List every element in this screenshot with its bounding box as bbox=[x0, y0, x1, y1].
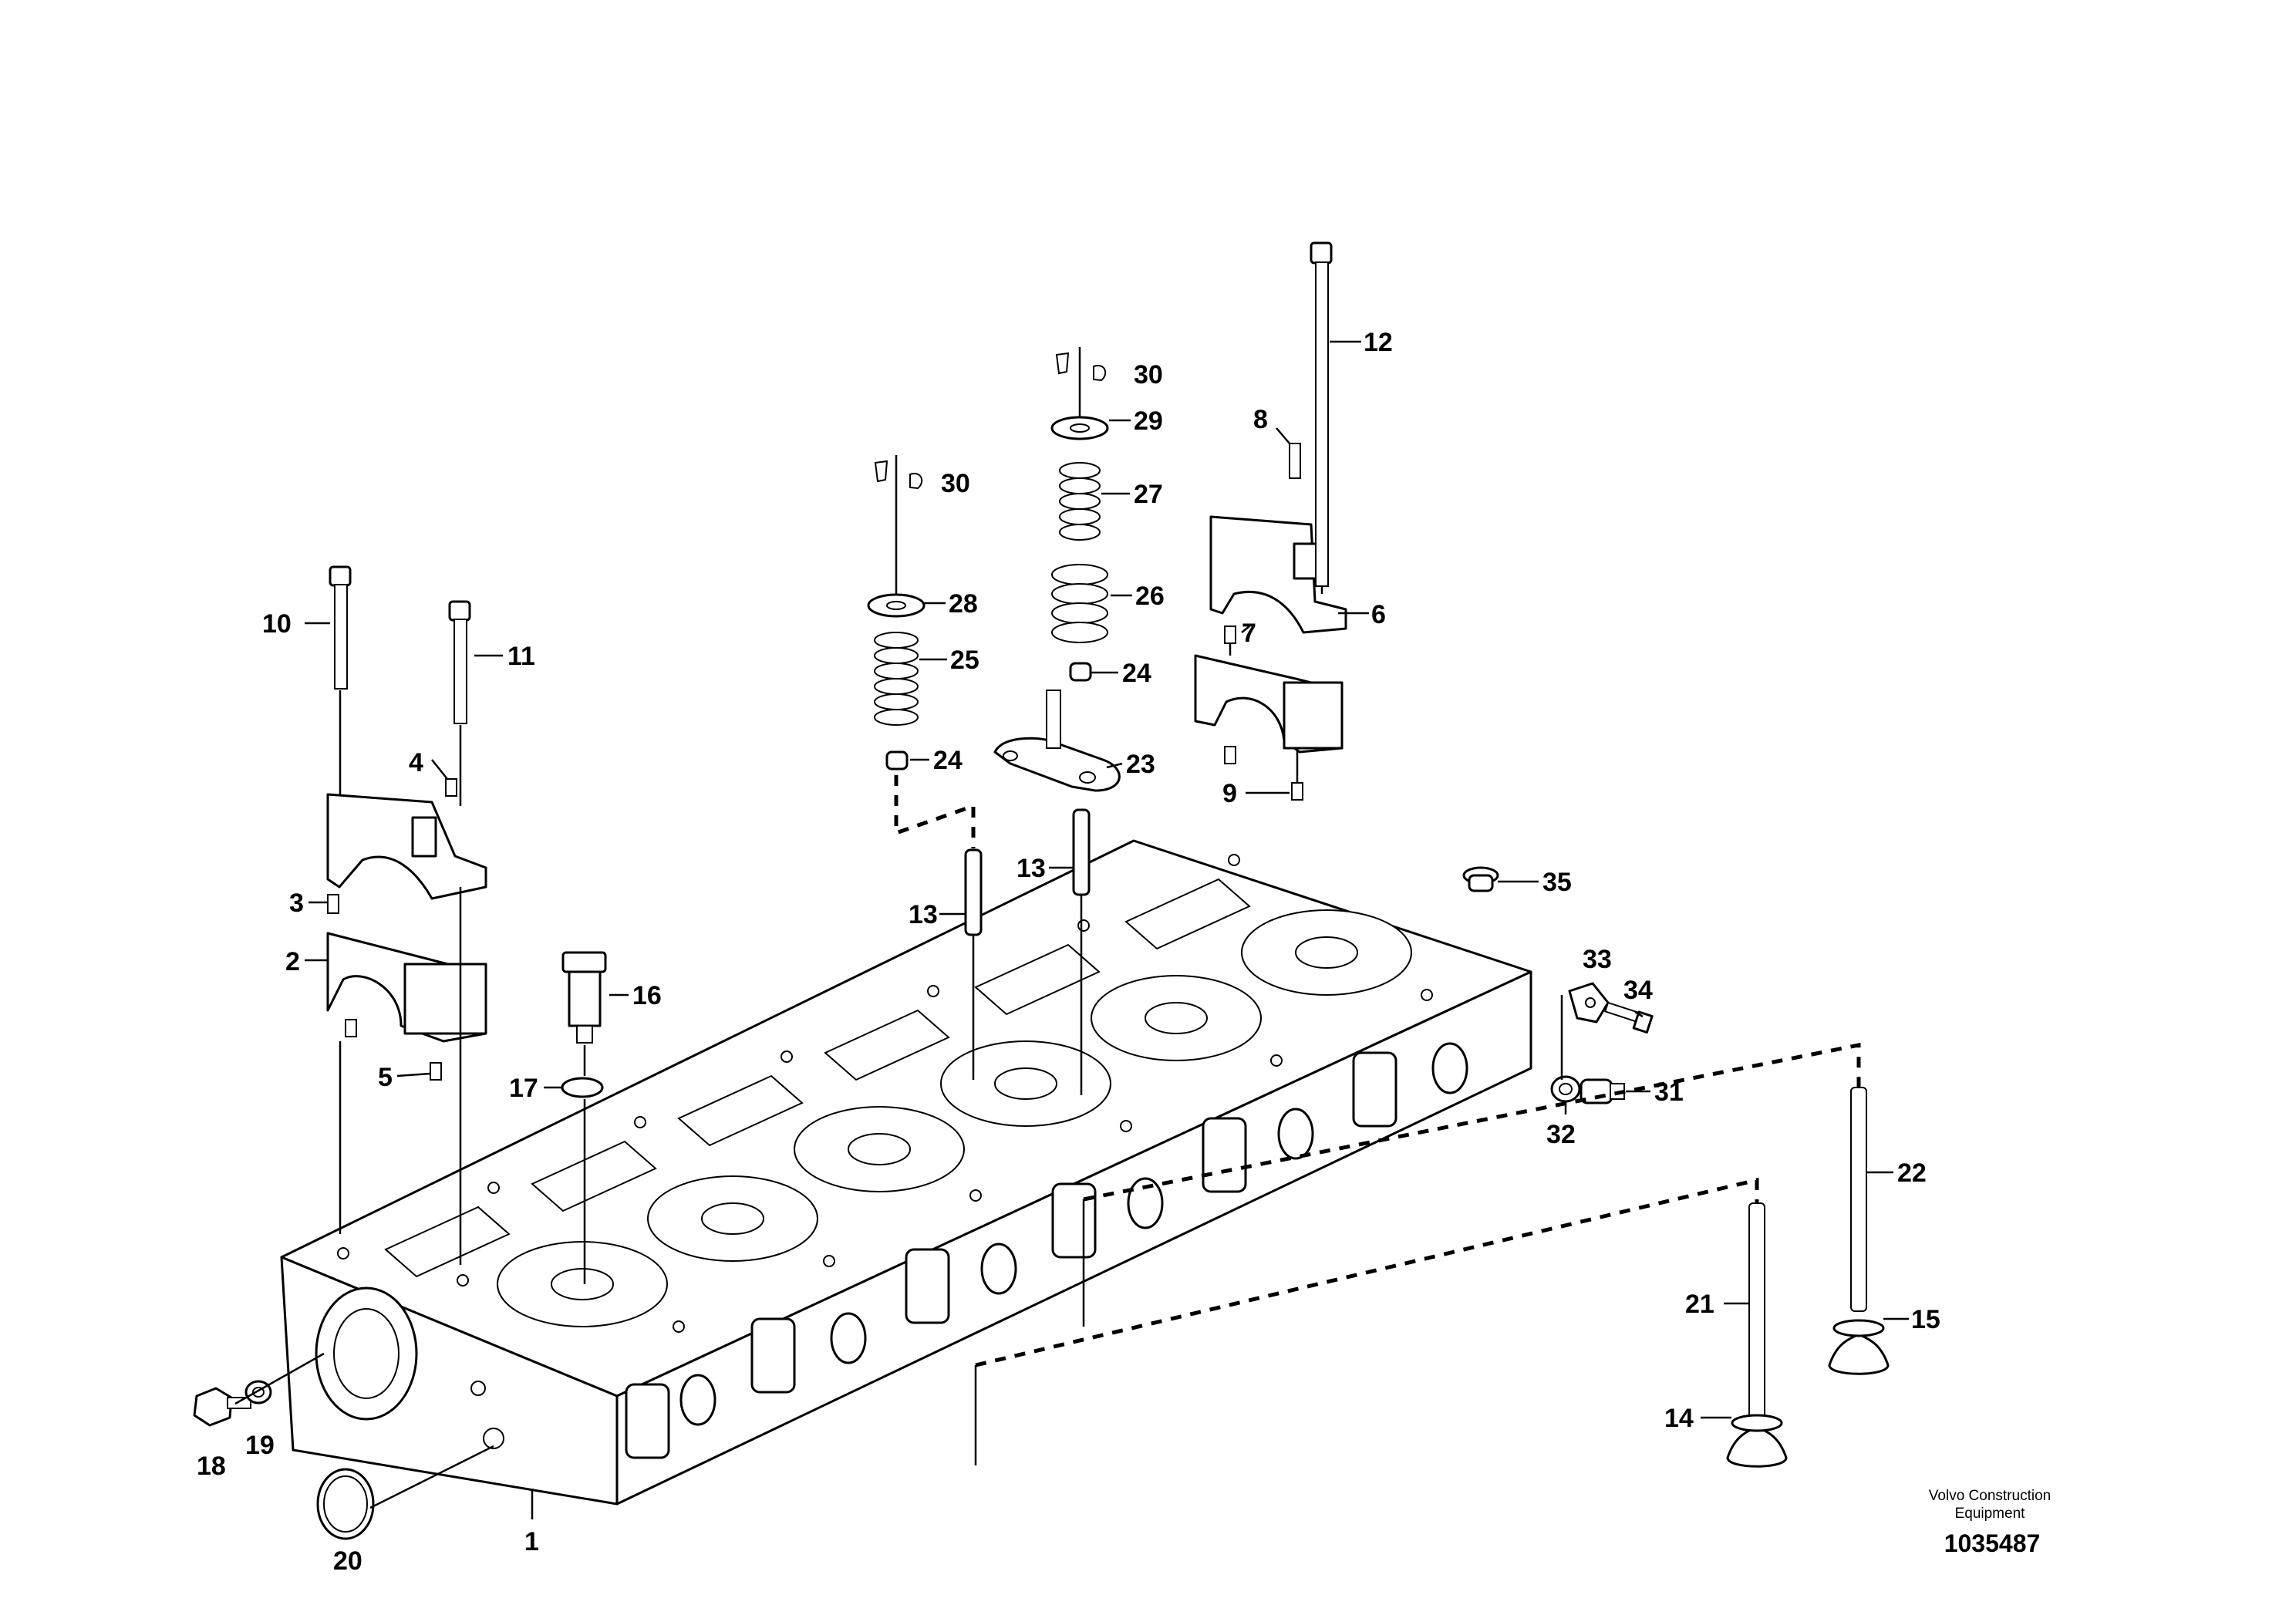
callout-14: 14 bbox=[1664, 1404, 1694, 1433]
callout-29: 29 bbox=[1134, 406, 1163, 436]
callout-25: 25 bbox=[950, 646, 979, 675]
callout-13-left: 13 bbox=[909, 900, 938, 929]
callout-1: 1 bbox=[524, 1527, 539, 1556]
callout-35: 35 bbox=[1542, 868, 1572, 897]
valve-guide-13b bbox=[1072, 808, 1091, 896]
callout-32: 32 bbox=[1546, 1120, 1576, 1149]
callout-8: 8 bbox=[1253, 405, 1268, 434]
callout-16: 16 bbox=[632, 981, 662, 1010]
callout-17: 17 bbox=[509, 1074, 538, 1103]
callout-24-left: 24 bbox=[933, 746, 963, 775]
callout-30-center: 30 bbox=[1134, 360, 1163, 389]
injector-sleeve-16 bbox=[561, 951, 607, 1044]
bracket-33 bbox=[1568, 982, 1610, 1023]
dowel-pin-9a bbox=[1224, 746, 1236, 764]
valve-guide-13a bbox=[964, 848, 983, 936]
callout-28: 28 bbox=[949, 589, 978, 619]
deck-bolt-holes bbox=[337, 854, 1433, 1333]
bearing-cap-left-lower bbox=[326, 932, 487, 1043]
valve-bridge-23 bbox=[993, 690, 1121, 792]
callout-labels: 1 2 3 4 5 6 7 8 9 10 11 12 13 13 14 15 1… bbox=[197, 328, 1940, 1576]
assembly-lines bbox=[234, 347, 1563, 1509]
bearing-cap-right-lower bbox=[1194, 654, 1344, 754]
document-number: 1035487 bbox=[1944, 1529, 2041, 1557]
valve-seat-15 bbox=[1832, 1319, 1885, 1337]
plug-35 bbox=[1462, 866, 1499, 892]
footer: Volvo Construction Equipment 1035487 bbox=[1929, 1488, 2051, 1557]
valve-seat-14 bbox=[1731, 1414, 1783, 1432]
callout-26: 26 bbox=[1135, 582, 1165, 611]
callout-11: 11 bbox=[507, 642, 535, 671]
callout-27: 27 bbox=[1134, 480, 1163, 509]
brand-line-2: Equipment bbox=[1955, 1506, 2026, 1522]
brand-line-1: Volvo Construction bbox=[1929, 1488, 2051, 1504]
inner-valve-spring-27 bbox=[1059, 462, 1101, 541]
bolt-18 bbox=[193, 1387, 251, 1427]
bearing-cap-left-upper bbox=[326, 793, 487, 900]
valve-stem-seal-24a bbox=[885, 750, 909, 771]
cylinder-head bbox=[280, 839, 1532, 1506]
dowel-pin-4 bbox=[445, 778, 457, 797]
callout-30-left: 30 bbox=[941, 469, 970, 498]
hidden-path-lines bbox=[894, 775, 1861, 1465]
callout-9: 9 bbox=[1222, 779, 1237, 808]
callout-leaders bbox=[305, 340, 1909, 1519]
bolt-11 bbox=[448, 600, 471, 724]
bolt-12 bbox=[1310, 241, 1333, 587]
dowel-pin-8 bbox=[1289, 443, 1301, 479]
valve-seat-pads bbox=[497, 909, 1412, 1327]
callout-21: 21 bbox=[1685, 1290, 1714, 1319]
valve-spring-collet-left bbox=[874, 460, 923, 490]
callout-15: 15 bbox=[1911, 1305, 1940, 1334]
exhaust-valve-22 bbox=[1828, 1087, 1890, 1375]
dowel-pin-5a bbox=[345, 1019, 357, 1037]
callout-4: 4 bbox=[409, 748, 423, 777]
callout-10: 10 bbox=[262, 609, 292, 639]
bolt-34 bbox=[1604, 1001, 1654, 1034]
dowel-pin-9b bbox=[1291, 782, 1303, 801]
callout-20: 20 bbox=[333, 1546, 362, 1576]
rocker-pads bbox=[384, 878, 1251, 1278]
valve-spring-collet-center bbox=[1055, 352, 1107, 382]
callout-12: 12 bbox=[1364, 328, 1393, 357]
callout-24-center: 24 bbox=[1122, 659, 1151, 688]
bearing-cap-right-upper bbox=[1209, 515, 1347, 634]
callout-6: 6 bbox=[1371, 600, 1386, 629]
outer-valve-spring-26 bbox=[1051, 564, 1108, 643]
o-ring-17 bbox=[561, 1077, 604, 1098]
callout-3: 3 bbox=[289, 889, 304, 918]
callout-34: 34 bbox=[1623, 976, 1653, 1005]
callout-2: 2 bbox=[285, 947, 300, 976]
callout-5: 5 bbox=[378, 1063, 393, 1092]
dowel-pin-7 bbox=[1224, 626, 1236, 644]
valve-spring-25 bbox=[874, 632, 919, 726]
bolt-10 bbox=[329, 565, 352, 690]
callout-7: 7 bbox=[1242, 619, 1256, 648]
dowel-pin-5b bbox=[430, 1062, 442, 1081]
callout-19: 19 bbox=[245, 1431, 275, 1460]
valve-stem-seal-24b bbox=[1069, 662, 1092, 682]
callout-23: 23 bbox=[1126, 750, 1155, 779]
callout-18: 18 bbox=[197, 1452, 226, 1481]
dowel-pin-3 bbox=[327, 894, 339, 914]
callout-31: 31 bbox=[1654, 1077, 1684, 1107]
callout-33: 33 bbox=[1583, 945, 1612, 974]
callout-13-center: 13 bbox=[1017, 854, 1046, 883]
front-face-ports bbox=[625, 1042, 1468, 1459]
callout-22: 22 bbox=[1897, 1158, 1927, 1188]
